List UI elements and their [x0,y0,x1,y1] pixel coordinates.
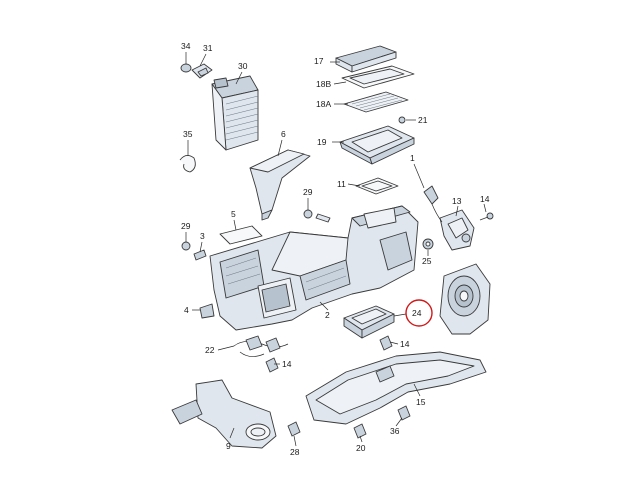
label-1: 1 [410,153,415,163]
screw-14-a [479,212,494,221]
screw-3 [193,249,207,261]
label-30: 30 [238,61,248,71]
seal-11 [355,177,399,195]
control-unit-24 [343,305,395,339]
label-5: 5 [231,209,236,219]
label-29-left: 29 [181,221,191,231]
filter-cover-17 [335,45,397,73]
label-20: 20 [356,443,366,453]
screw-21 [398,116,406,124]
label-24: 24 [412,308,422,318]
actuator-13 [423,185,475,251]
clip-4 [199,303,215,319]
label-34: 34 [181,41,191,51]
screw-29-a [303,209,331,223]
air-duct-6 [249,149,311,221]
label-11: 11 [337,179,346,189]
label-31: 31 [203,43,213,53]
label-14-right: 14 [400,339,410,349]
label-3: 3 [200,231,205,241]
screw-36 [397,405,411,421]
label-25: 25 [422,256,432,266]
label-2: 2 [325,310,330,320]
screw-14-b [265,357,279,373]
label-28: 28 [290,447,300,457]
blower-motor-1 [439,263,491,335]
highlight-callout-circle [405,299,433,327]
heat-exchanger-30 [211,75,259,151]
label-21: 21 [418,115,428,125]
heater-housing-2 [209,205,419,331]
screw-20 [353,423,367,439]
screw-29-b [181,241,191,251]
label-18b: 18B [316,79,331,89]
label-17: 17 [314,56,324,66]
label-29-top: 29 [303,187,313,197]
label-4: 4 [184,305,189,315]
part-labels: 34 31 30 35 6 17 18B 18A 21 19 11 1 29 1… [181,41,490,457]
label-15: 15 [416,397,426,407]
footwell-outlet-9 [171,379,277,449]
label-35: 35 [183,129,193,139]
label-36: 36 [390,426,400,436]
screw-28 [287,421,301,437]
floor-duct-15 [305,351,487,425]
filter-housing-19 [339,125,415,165]
label-13: 13 [452,196,462,206]
label-22: 22 [205,345,215,355]
label-19: 19 [317,137,327,147]
leader-lines [185,52,487,447]
label-9: 9 [226,441,231,451]
clip-34-31 [180,63,213,79]
label-14-mid: 14 [282,359,292,369]
label-14-top: 14 [480,194,490,204]
filter-element-18a [343,91,409,113]
screw-14-c [379,335,393,351]
wiring-22 [233,335,289,357]
clip-35 [179,155,196,173]
label-18a: 18A [316,99,331,109]
filter-frame-18b [341,65,415,89]
grommet-25 [422,238,434,250]
label-6: 6 [281,129,286,139]
seal-5 [219,225,263,245]
